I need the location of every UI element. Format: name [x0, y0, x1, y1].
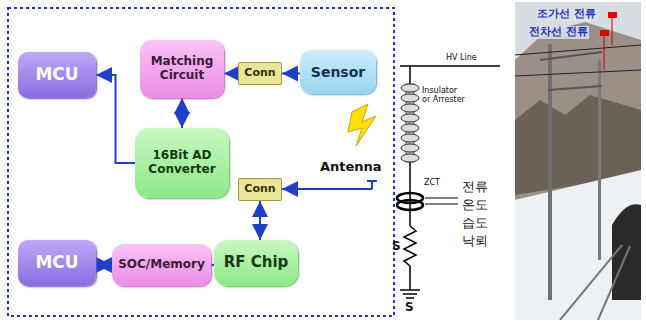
part-label: Insulator or Arrester	[422, 86, 466, 104]
contact-wire	[515, 70, 641, 76]
node-text: Matching Circuit	[144, 55, 220, 83]
measure-label: 전류	[462, 180, 488, 195]
symbol-label: S	[392, 240, 401, 254]
ground-symbol	[403, 293, 417, 295]
node-text: MCU	[35, 253, 78, 273]
node-text: 16Bit AD Converter	[139, 149, 225, 177]
connector-box: Conn	[238, 178, 282, 201]
signal-arrow	[282, 73, 300, 75]
mcu-box: MCU	[18, 52, 96, 98]
line-label: HV Line	[446, 53, 477, 62]
node-text: MCU	[35, 65, 78, 85]
rail	[560, 245, 622, 320]
antenna-symbol	[371, 181, 373, 189]
wire	[409, 66, 411, 84]
ground-symbol	[406, 297, 414, 299]
messenger-wire	[515, 45, 641, 55]
cross-arm	[548, 86, 602, 90]
matching-box: Matching Circuit	[140, 40, 224, 98]
node-text: Sensor	[311, 64, 365, 80]
measure-label: 낙뢰	[462, 234, 488, 249]
rail	[598, 246, 630, 320]
sensor-marker	[608, 12, 617, 18]
insulator-disc	[401, 134, 419, 142]
signal-arrow	[224, 73, 238, 75]
leader-line	[612, 18, 613, 45]
connector-box: Conn	[238, 62, 282, 85]
zct-ring	[397, 200, 423, 210]
hv-schematic	[397, 66, 500, 298]
antenna-wire	[282, 188, 372, 190]
antenna-symbol	[367, 180, 377, 182]
catenary-pole	[548, 44, 552, 300]
insulator-disc	[401, 94, 419, 102]
hv-line	[400, 65, 500, 67]
node-text: Conn	[244, 67, 275, 80]
signal-arrow	[96, 75, 135, 163]
photo-callout: 전차선 전류	[528, 26, 589, 39]
sensor-marker	[600, 30, 609, 36]
wireless-bolt	[348, 104, 376, 146]
measure-label: 온도	[462, 198, 488, 213]
ground-symbol	[400, 289, 420, 291]
adc-box: 16Bit AD Converter	[135, 128, 229, 198]
symbol-label: S	[405, 301, 414, 315]
part-label: ZCT	[424, 178, 440, 187]
signal-arrow	[259, 201, 261, 240]
mcu-box: MCU	[18, 240, 96, 286]
signal-arrow	[96, 264, 112, 266]
leader-line	[604, 36, 605, 70]
sensor-box: Sensor	[300, 50, 376, 94]
memory-box: SOC/Memory	[112, 244, 211, 286]
insulator-disc	[401, 114, 419, 122]
node-text: RF Chip	[224, 254, 289, 271]
catenary-pole	[598, 60, 601, 260]
node-text: SOC/Memory	[118, 258, 205, 272]
mountain	[515, 22, 641, 200]
snow	[515, 170, 641, 320]
antenna-label: Antenna	[320, 160, 382, 175]
node-text: Conn	[244, 183, 275, 196]
cross-arm	[540, 52, 602, 60]
photo-callout: 조가선 전류	[536, 8, 597, 21]
board-outline	[8, 8, 394, 316]
insulator-disc	[401, 84, 419, 92]
insulator-disc	[401, 154, 419, 162]
insulator-disc	[401, 104, 419, 112]
insulator-disc	[401, 144, 419, 152]
rf-chip-box: RF Chip	[214, 240, 298, 286]
sky	[515, 2, 641, 320]
zct-lead	[425, 204, 458, 205]
signal-arrow	[181, 98, 183, 128]
insulator-disc	[401, 124, 419, 132]
zct-lead	[425, 198, 458, 199]
resistor-symbol	[404, 226, 416, 290]
measure-label: 습도	[462, 216, 488, 231]
railway-photo	[515, 2, 641, 320]
